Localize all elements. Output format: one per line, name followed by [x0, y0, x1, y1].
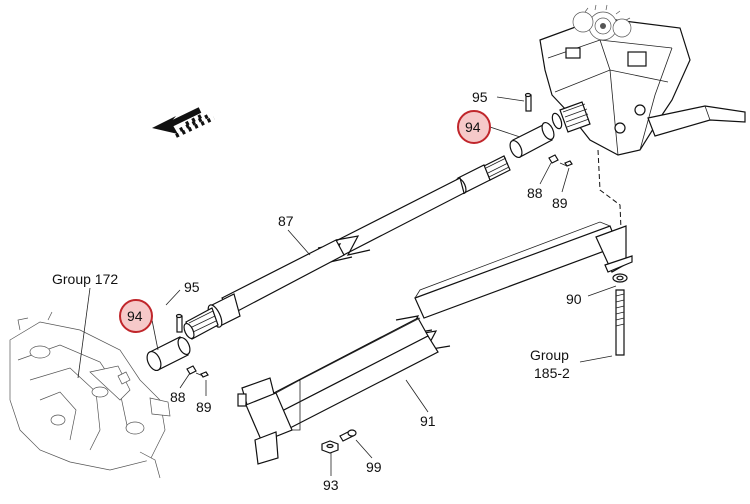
drive-shaft [183, 155, 511, 340]
nut-93 [321, 440, 339, 454]
shaft-guard [237, 221, 633, 465]
highlight-circle-94-right [457, 110, 491, 144]
bolt-90-assembly [612, 273, 628, 356]
left-coupler-assembly [146, 313, 209, 378]
label-95-right: 95 [472, 89, 488, 105]
label-89-right: 89 [552, 195, 568, 211]
label-91: 91 [420, 413, 436, 429]
bolt-99 [339, 429, 357, 442]
label-group-172: Group 172 [52, 271, 118, 287]
label-93: 93 [323, 477, 339, 493]
gearbox-assembly [539, 4, 746, 156]
label-95-left: 95 [184, 279, 200, 295]
right-coupler-assembly [509, 92, 573, 167]
label-89-left: 89 [196, 399, 212, 415]
label-group-185-2-line2: 185-2 [534, 365, 570, 381]
highlight-circle-94-left [119, 299, 153, 333]
label-99: 99 [366, 459, 382, 475]
label-90: 90 [566, 291, 582, 307]
leader-lines [77, 96, 617, 476]
gear-icon [572, 4, 632, 41]
forward-direction-arrow-icon [152, 107, 215, 138]
chassis-frame [9, 311, 171, 479]
label-88-right: 88 [527, 185, 543, 201]
label-94-right: 94 [465, 119, 481, 135]
label-88-left: 88 [170, 389, 186, 405]
label-group-185-2-line1: Group [530, 347, 569, 363]
label-94-left: 94 [127, 308, 143, 324]
label-87: 87 [278, 213, 294, 229]
